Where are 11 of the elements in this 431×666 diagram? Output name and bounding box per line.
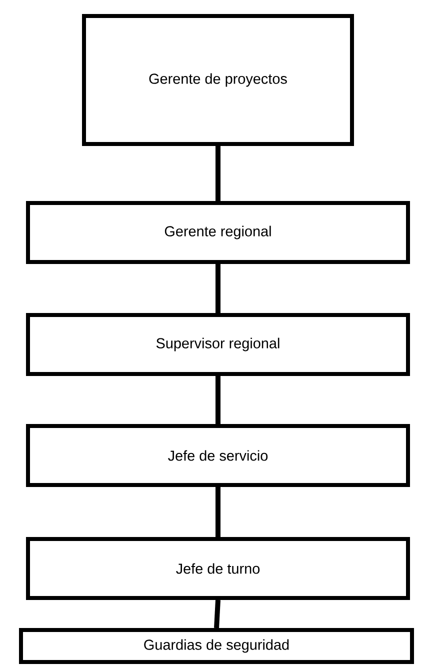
connector-line	[216, 376, 220, 424]
org-box: Gerente regional	[26, 201, 410, 264]
org-box: Jefe de servicio	[26, 424, 410, 487]
connector-line	[214, 600, 220, 628]
connector-line	[216, 487, 220, 537]
connector-line	[216, 146, 220, 201]
org-box: Supervisor regional	[26, 313, 410, 376]
org-box: Jefe de turno	[26, 537, 410, 600]
org-box: Gerente de proyectos	[82, 14, 354, 146]
connector-line	[216, 264, 220, 313]
org-box: Guardias de seguridad	[19, 628, 414, 664]
